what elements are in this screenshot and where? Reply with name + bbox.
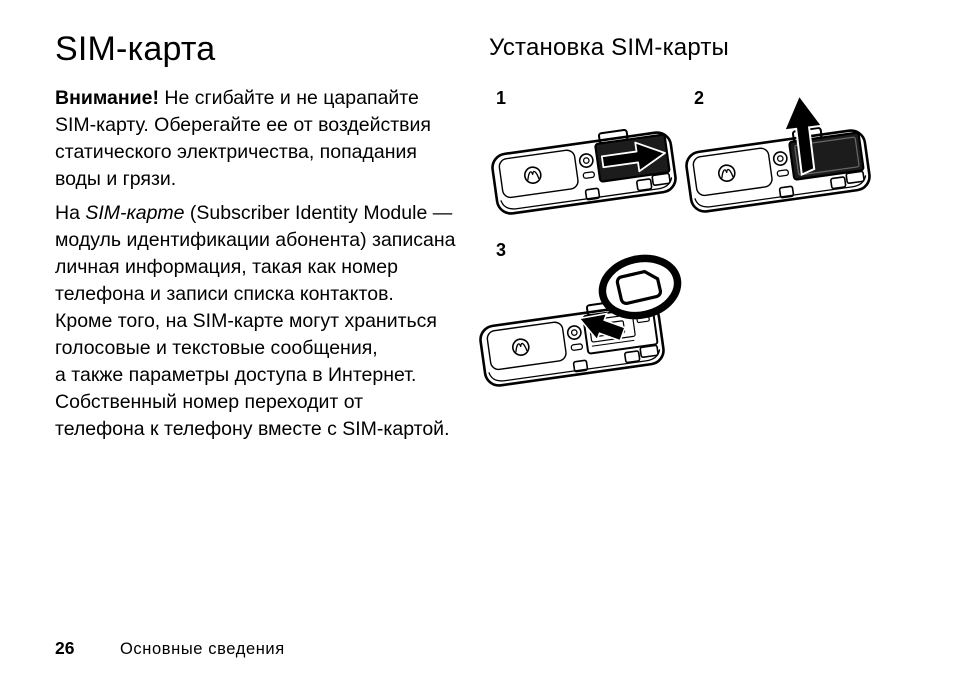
camera-lens bbox=[772, 151, 788, 166]
motorola-logo-icon bbox=[718, 164, 736, 182]
page-footer: 26 Основные сведения bbox=[0, 636, 954, 666]
latch bbox=[584, 187, 601, 201]
motorola-logo-icon bbox=[512, 338, 530, 356]
camera-lens bbox=[566, 325, 582, 340]
sim-info-term: SIM-карте bbox=[85, 202, 185, 224]
figure-2-illustration bbox=[680, 90, 878, 221]
sim-info-text: (Subscriber Identity Module — модуль иде… bbox=[55, 202, 456, 440]
figure-1-illustration bbox=[486, 108, 684, 227]
sim-info-paragraph: На SIM-карте (Subscriber Identity Module… bbox=[55, 200, 495, 443]
arrow-up-icon bbox=[782, 93, 824, 177]
latch bbox=[572, 359, 589, 373]
latch bbox=[778, 185, 795, 199]
warning-text: Не сгибайте и не царапайте SIM-карту. Об… bbox=[55, 87, 431, 190]
camera-lens bbox=[578, 153, 594, 168]
sim-card-magnifier bbox=[598, 254, 682, 320]
phone-back-sim-slide-icon bbox=[491, 129, 677, 215]
warning-paragraph: Внимание! Не сгибайте и не царапайте SIM… bbox=[55, 85, 495, 193]
page-number: 26 bbox=[55, 638, 75, 658]
page-title: SIM-карта bbox=[55, 30, 216, 68]
figure-2-number: 2 bbox=[694, 88, 705, 108]
chapter-name: Основные сведения bbox=[120, 640, 285, 658]
sim-info-prefix: На bbox=[55, 202, 86, 224]
sim-card-icon bbox=[615, 269, 663, 305]
phone-body bbox=[685, 127, 871, 213]
phone-body bbox=[491, 129, 677, 215]
phone-back-sim-closeup-icon bbox=[479, 254, 682, 387]
arrow-down-left-icon bbox=[577, 312, 626, 342]
figure-3-number: 3 bbox=[496, 240, 507, 260]
phone-back-battery-lift-icon bbox=[685, 93, 871, 213]
arrow-right-icon bbox=[600, 141, 666, 173]
figure-3-illustration bbox=[472, 254, 700, 399]
motorola-logo-icon bbox=[524, 166, 542, 184]
figure-1-number: 1 bbox=[496, 88, 507, 108]
section-heading: Установка SIM-карты bbox=[489, 34, 730, 61]
warning-label: Внимание! bbox=[55, 87, 159, 109]
